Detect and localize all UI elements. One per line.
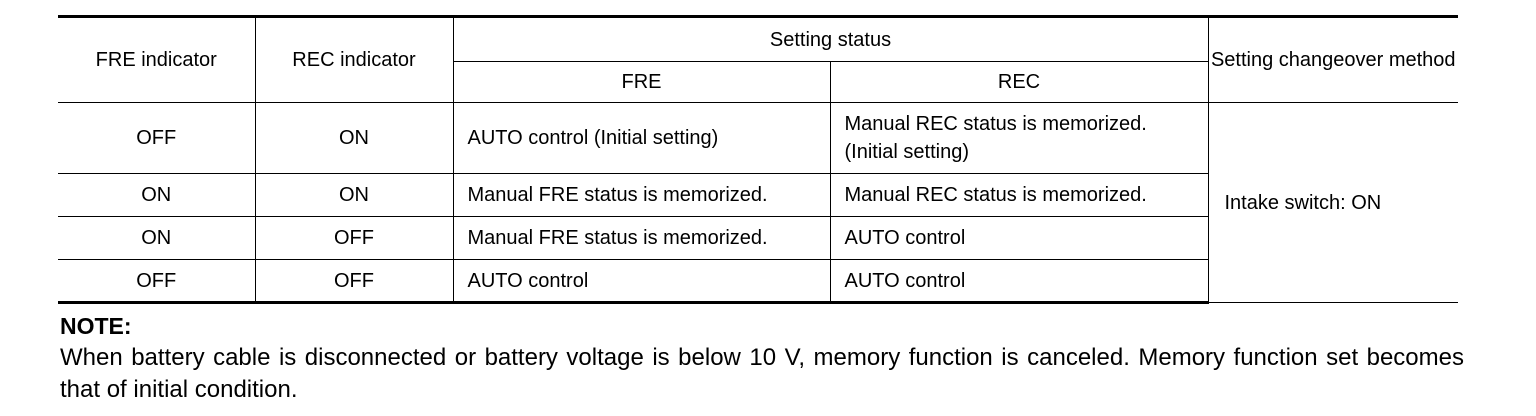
header-fre-indicator: FRE indicator: [58, 15, 256, 103]
fre-indicator-cell: ON: [58, 173, 256, 217]
rec-status-line-2: (Initial setting): [844, 141, 970, 163]
rec-status-cell: AUTO control: [829, 259, 1208, 304]
header-setting-status: Setting status: [452, 15, 1209, 62]
fre-status-cell: AUTO control (Initial setting): [452, 102, 831, 174]
rec-indicator-cell: OFF: [254, 259, 454, 304]
fre-status-cell: AUTO control: [452, 259, 831, 304]
fre-indicator-cell: OFF: [58, 259, 256, 304]
note-section: NOTE: When battery cable is disconnected…: [60, 312, 1464, 406]
rec-indicator-cell: ON: [254, 173, 454, 217]
header-changeover-method: Setting changeover method: [1207, 15, 1458, 103]
fre-status-cell: Manual FRE status is memorized.: [452, 216, 831, 260]
rec-status-line-1: Manual REC status is memorized.: [844, 113, 1147, 135]
rec-indicator-cell: ON: [254, 102, 454, 174]
fre-indicator-cell: OFF: [58, 102, 256, 174]
status-table-container: FRE indicator REC indicator Setting stat…: [58, 15, 1458, 304]
note-title: NOTE:: [60, 313, 132, 339]
table-row: ON OFF Manual FRE status is memorized. A…: [58, 216, 1458, 260]
rec-status-cell: AUTO control: [829, 216, 1208, 260]
table-row: OFF OFF AUTO control AUTO control: [58, 259, 1458, 304]
header-rec-indicator: REC indicator: [254, 15, 454, 103]
rec-status-cell: Manual REC status is memorized. (Initial …: [829, 102, 1209, 174]
rec-indicator-cell: OFF: [254, 216, 454, 260]
header-row-1: FRE indicator REC indicator Setting stat…: [58, 15, 1458, 103]
indicator-status-table: FRE indicator REC indicator Setting stat…: [58, 15, 1458, 304]
fre-status-cell: Manual FRE status is memorized.: [452, 173, 831, 217]
table-row: OFF ON AUTO control (Initial setting) Ma…: [58, 102, 1458, 303]
fre-indicator-cell: ON: [58, 216, 256, 260]
note-text: When battery cable is disconnected or ba…: [60, 344, 1464, 403]
table-row: ON ON Manual FRE status is memorized. Ma…: [58, 173, 1458, 217]
header-row-2: FRE REC: [58, 61, 1458, 103]
header-setting-fre: FRE: [453, 61, 831, 103]
rec-status-cell: Manual REC status is memorized.: [829, 173, 1208, 217]
changeover-method-cell: Intake switch: ON: [1207, 102, 1458, 303]
header-setting-rec: REC: [829, 61, 1208, 103]
